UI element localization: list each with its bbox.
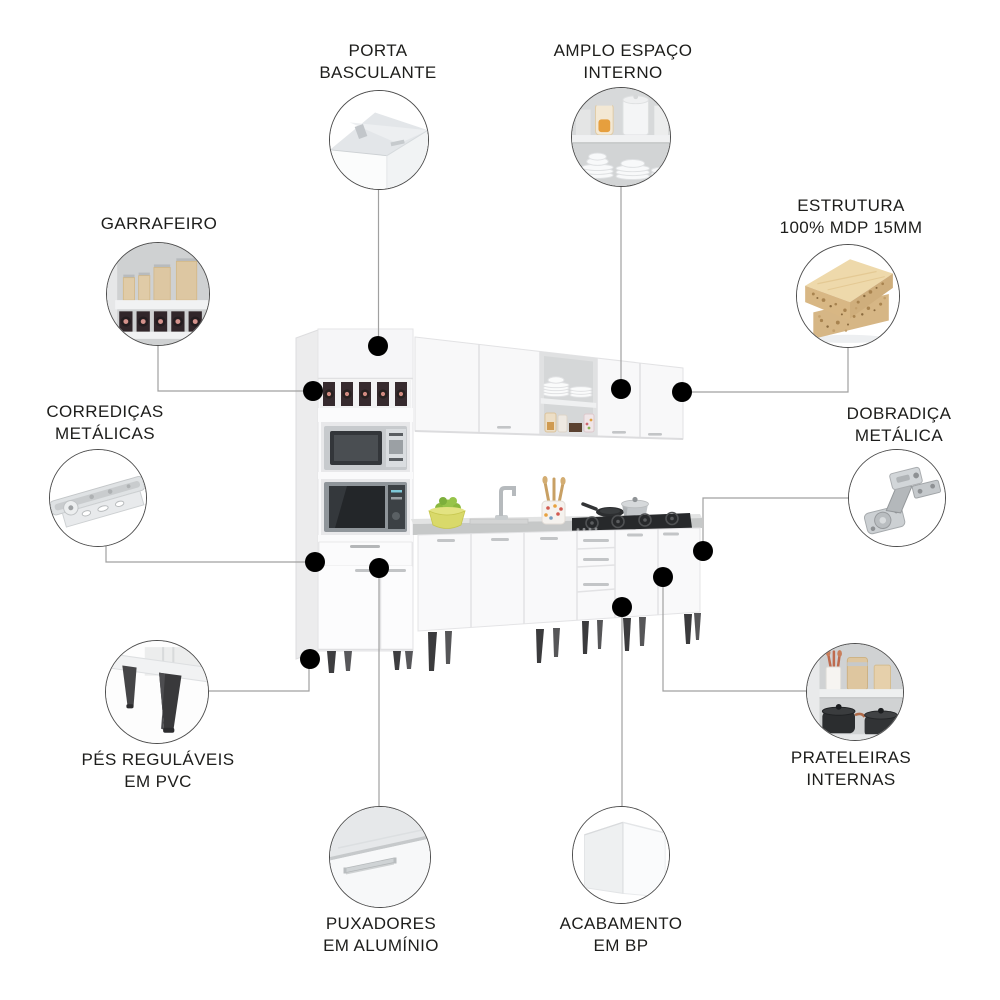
sink (469, 486, 529, 525)
bp-finish-photo (573, 807, 669, 903)
connector-garrafeiro (157, 346, 313, 392)
porta-basculante-photo-circle (329, 90, 429, 190)
tall-cabinet-feet (327, 651, 413, 673)
dobradica-photo-circle (848, 449, 946, 547)
dot-dobradica (693, 541, 713, 561)
bottle-rack-photo (107, 243, 209, 345)
label-line: EM BP (593, 936, 649, 955)
prateleiras-photo-circle (806, 643, 904, 741)
internal-space-photo (572, 88, 670, 186)
label-line: PUXADORES (325, 914, 437, 933)
label-line: PORTA (348, 41, 408, 60)
label-line: PRATELEIRAS (790, 748, 912, 767)
wall-open-shelf (540, 351, 597, 437)
label-pes-regulaveis: PÉS REGULÁVEIS EM PVC (82, 749, 235, 793)
connector-corredicas (105, 546, 315, 563)
wall-cabinets (414, 336, 684, 440)
label-line: INTERNAS (806, 770, 896, 789)
acabamento-photo-circle (572, 806, 670, 904)
label-puxadores: PUXADORES EM ALUMÍNIO (323, 913, 439, 957)
bottle-rack (320, 380, 411, 408)
estrutura-photo-circle (796, 244, 900, 348)
callout-connectors (105, 187, 849, 806)
puxadores-photo-circle (329, 806, 431, 908)
metal-slide-photo (50, 450, 146, 546)
label-line: EM ALUMÍNIO (323, 936, 439, 955)
label-line: EM PVC (124, 772, 192, 791)
mdp-board-photo (797, 245, 899, 347)
dot-prateleiras (653, 567, 673, 587)
label-estrutura: ESTRUTURA 100% MDP 15MM (780, 195, 923, 239)
dot-puxadores (369, 558, 389, 578)
pes-photo-circle (105, 640, 209, 744)
dot-pes (300, 649, 320, 669)
aluminum-handle-photo (330, 807, 430, 907)
label-prateleiras: PRATELEIRAS INTERNAS (791, 747, 911, 791)
dot-estrutura (672, 382, 692, 402)
connector-prateleiras (662, 577, 807, 692)
amplo-espaco-photo-circle (571, 87, 671, 187)
label-line: AMPLO ESPAÇO (553, 41, 693, 60)
dot-acabamento (612, 597, 632, 617)
flip-door-photo (330, 91, 428, 189)
dot-porta-basculante (368, 336, 388, 356)
pvc-feet-photo (106, 641, 208, 743)
label-dobradica: DOBRADIÇA METÁLICA (847, 403, 952, 447)
label-acabamento: ACABAMENTO EM BP (560, 913, 683, 957)
label-line: 100% MDP 15MM (779, 218, 923, 237)
garrafeiro-photo-circle (106, 242, 210, 346)
label-corredicas: CORREDIÇAS METÁLICAS (46, 401, 163, 445)
callout-dots (300, 336, 713, 669)
label-line: METÁLICAS (55, 424, 155, 443)
kitchen-illustration (295, 328, 702, 673)
internal-shelves-photo (807, 644, 903, 740)
label-line: CORREDIÇAS (46, 402, 164, 421)
label-garrafeiro: GARRAFEIRO (101, 213, 217, 235)
connector-dobradica (702, 497, 849, 551)
label-amplo-espaco: AMPLO ESPAÇO INTERNO (554, 40, 693, 84)
dot-amplo-espaco (611, 379, 631, 399)
oven (321, 479, 410, 535)
fruit-bowl (428, 497, 466, 529)
connector-estrutura (682, 348, 849, 393)
flip-door (319, 330, 412, 378)
label-line: GARRAFEIRO (100, 214, 218, 233)
base-cabinets (417, 527, 701, 671)
connector-pes (209, 659, 310, 692)
cooktop (572, 511, 692, 532)
dot-garrafeiro (303, 381, 323, 401)
label-line: ESTRUTURA (797, 196, 905, 215)
sink-faucet (499, 486, 516, 516)
label-line: METÁLICA (854, 426, 944, 445)
label-line: DOBRADIÇA (846, 404, 952, 423)
label-line: ACABAMENTO (559, 914, 683, 933)
frying-pan (581, 502, 624, 517)
metal-hinge-photo (849, 450, 945, 546)
utensil-holder (541, 476, 566, 525)
base-cabinet-feet (428, 613, 701, 671)
dot-corredicas (305, 552, 325, 572)
microwave (321, 422, 410, 472)
tall-cabinet-doors (319, 566, 412, 649)
label-line: INTERNO (583, 63, 663, 82)
label-line: BASCULANTE (319, 63, 437, 82)
label-porta-basculante: PORTA BASCULANTE (319, 40, 436, 84)
tall-cabinet (295, 328, 414, 673)
label-line: PÉS REGULÁVEIS (81, 750, 235, 769)
corredicas-photo-circle (49, 449, 147, 547)
